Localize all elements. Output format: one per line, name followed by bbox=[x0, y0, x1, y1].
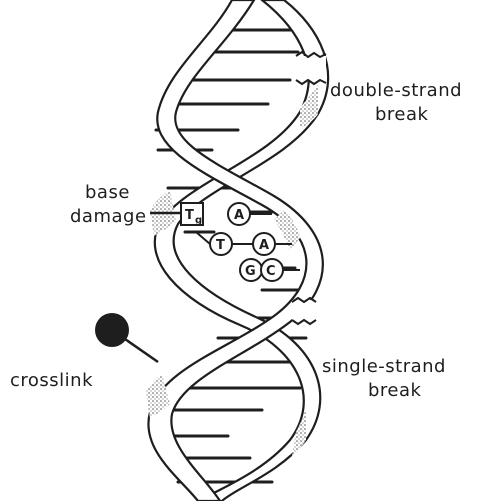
double-strand-break-label-line2: break bbox=[375, 104, 429, 125]
base-a1-label: A bbox=[234, 208, 244, 223]
base-a2-label: A bbox=[259, 238, 269, 253]
base-c1-label: C bbox=[266, 264, 276, 279]
single-strand-break-label-line2: break bbox=[368, 380, 422, 401]
double-strand-break-label-line1: double-strand bbox=[330, 80, 462, 101]
base-t1-label: T bbox=[216, 238, 225, 253]
single-strand-break bbox=[292, 298, 316, 324]
crosslink-label: crosslink bbox=[10, 370, 93, 391]
thymine-glycol-label: T bbox=[185, 208, 194, 223]
base-damage-label-line2: damage bbox=[70, 206, 147, 227]
double-strand-break bbox=[296, 52, 326, 84]
crosslink-marker bbox=[95, 313, 158, 362]
base-g1-label: G bbox=[245, 264, 256, 279]
base-damage-label-line1: base bbox=[85, 182, 130, 203]
thymine-glycol-subscript: g bbox=[195, 215, 202, 226]
single-strand-break-label-line1: single-strand bbox=[322, 356, 446, 377]
